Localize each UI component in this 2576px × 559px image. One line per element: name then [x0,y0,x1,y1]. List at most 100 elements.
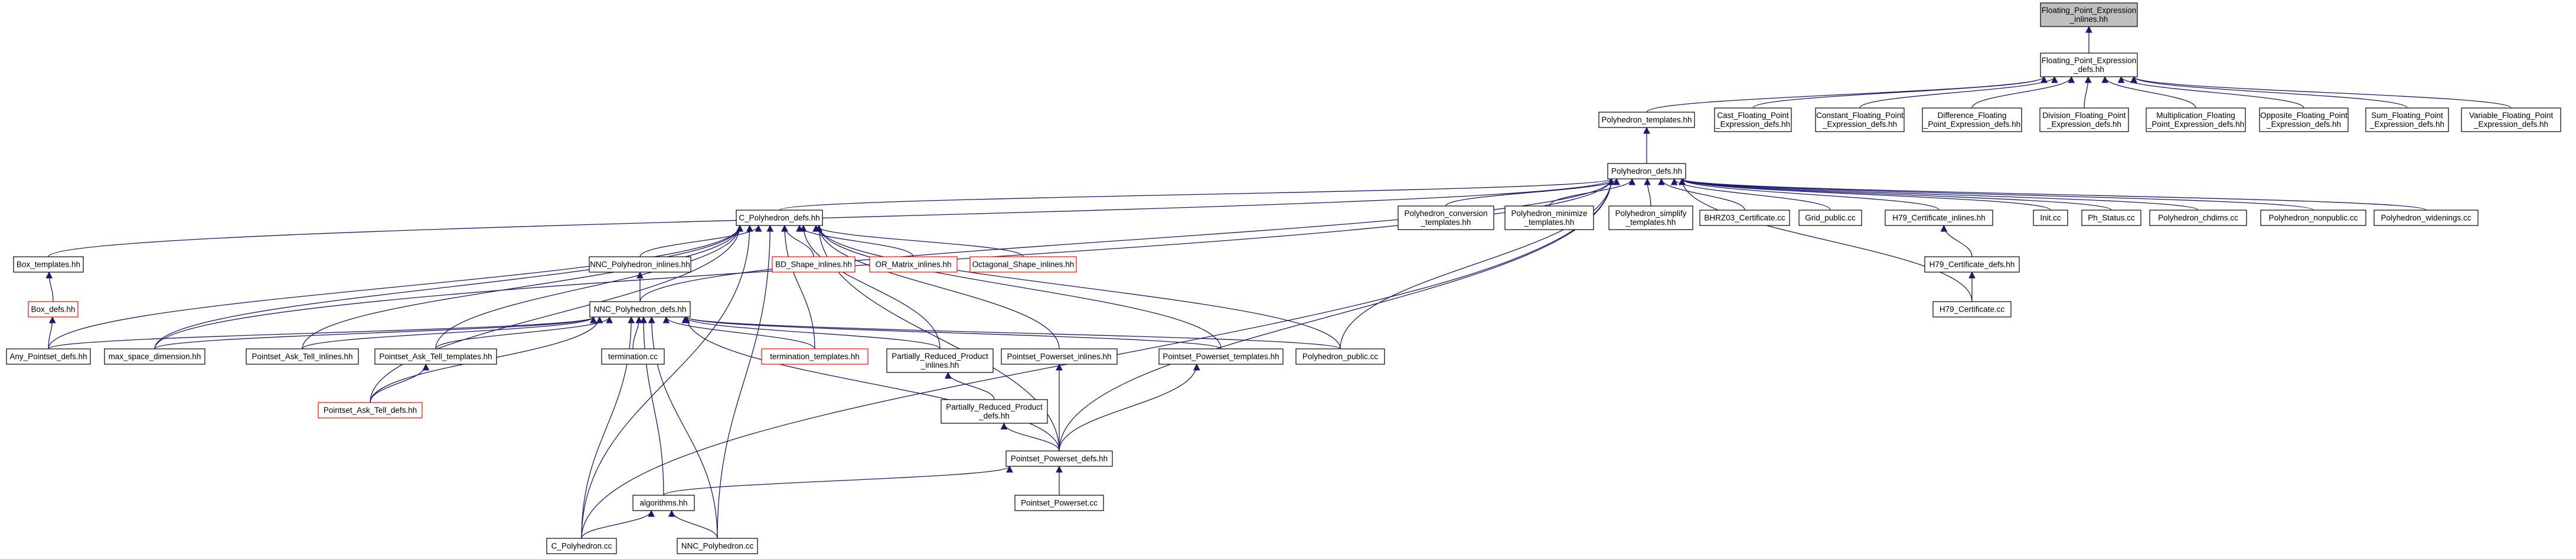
edge-bd_shape_inl-to-c_poly_defs [781,224,814,257]
edge-c_poly_cc-to-algorithms [581,509,655,539]
node-nnc_cc[interactable]: NNC_Polyhedron.cc [677,538,758,554]
node-label: _inlines.hh [2069,15,2108,24]
node-label: H79_Certificate_inlines.hh [1892,214,1986,223]
node-poly_templates[interactable]: Polyhedron_templates.hh [1598,112,1695,128]
node-oct_inl[interactable]: Octagonal_Shape_inlines.hh [969,256,1077,273]
edge-pp_tmpl-to-c_poly_defs [815,224,1222,349]
node-const_fpe[interactable]: Constant_Floating_Point_Expression_defs.… [1815,107,1905,132]
node-label: Difference_Floating [1938,111,2007,120]
node-h79_inl[interactable]: H79_Certificate_inlines.hh [1885,210,1993,226]
edge-nnc_defs-to-poly_defs [639,178,1615,302]
node-termination[interactable]: termination.cc [601,348,665,365]
node-fpe_defs[interactable]: Floating_Point_Expression_defs.hh [2040,53,2138,77]
node-poly_nonpub[interactable]: Polyhedron_nonpublic.cc [2260,210,2366,226]
node-pt_ask_defs[interactable]: Pointset_Ask_Tell_defs.hh [318,402,423,419]
edge-opp_fpe-to-fpe_defs [2117,76,2304,109]
node-box [1158,348,1284,365]
node-ph_status[interactable]: Ph_Status.cc [2081,210,2141,226]
node-max_space[interactable]: max_space_dimension.hh [104,348,205,365]
node-prp_defs[interactable]: Partially_Reduced_Product_defs.hh [941,399,1048,424]
node-label: _templates.hh [1625,218,1676,227]
node-algorithms[interactable]: algorithms.hh [632,495,695,511]
node-label: Constant_Floating_Point [1816,111,1904,120]
node-poly_conv[interactable]: Polyhedron_conversion_templates.hh [1398,205,1494,230]
node-sum_fpe[interactable]: Sum_Floating_Point_Expression_defs.hh [2365,107,2449,132]
node-box [589,256,691,273]
node-box [1699,210,1790,226]
node-label: algorithms.hh [639,499,687,508]
edge-var_fpe-to-fpe_defs [2130,76,2512,109]
node-label: Box_templates.hh [17,260,80,269]
node-pp_cc[interactable]: Pointset_Powerset.cc [1014,495,1104,511]
node-bhrz03[interactable]: BHRZ03_Certificate.cc [1699,210,1790,226]
edge-poly_public-to-nnc_defs [683,316,1341,349]
node-h79_cc[interactable]: H79_Certificate.cc [1932,301,2012,318]
node-pp_inl[interactable]: Pointset_Powerset_inlines.hh [1001,348,1118,365]
node-nnc_defs[interactable]: NNC_Polyhedron_defs.hh [589,301,691,318]
node-prp_inl[interactable]: Partially_Reduced_Product_inlines.hh [886,348,994,373]
node-box [1932,301,2012,318]
node-label: Cast_Floating_Point [1717,111,1789,120]
edge-prp_inl-to-c_poly_defs [799,224,941,349]
node-nnc_inl[interactable]: NNC_Polyhedron_inlines.hh [589,256,691,273]
edge-poly_templates-to-fpe_defs [1646,76,2048,113]
node-label: _templates.hh [1421,218,1471,227]
node-or_matrix_inl[interactable]: OR_Matrix_inlines.hh [869,256,958,273]
node-c_poly_defs[interactable]: C_Polyhedron_defs.hh [736,210,823,226]
node-box [736,210,823,226]
node-term_tmpl[interactable]: termination_templates.hh [761,348,869,365]
node-box_defs[interactable]: Box_defs.hh [28,301,79,318]
edge-pt_ask_tmpl-to-c_poly_defs [435,224,743,349]
node-label: _Expression_defs.hh [2046,120,2121,129]
node-box [1295,348,1385,365]
edge-pt_ask_inl-to-c_poly_defs [302,224,743,349]
node-bd_shape_inl[interactable]: BD_Shape_inlines.hh [772,256,856,273]
edge-c_poly_defs-to-poly_defs [779,178,1615,211]
node-init_cc[interactable]: Init.cc [2033,210,2068,226]
node-box [104,348,205,365]
edge-term_tmpl-to-c_poly_defs [781,224,815,349]
node-pp_defs[interactable]: Pointset_Powerset_defs.hh [1005,450,1113,467]
node-poly_chdims[interactable]: Polyhedron_chdims.cc [2149,210,2247,226]
node-label: BHRZ03_Certificate.cc [1704,214,1785,223]
node-h79_defs[interactable]: H79_Certificate_defs.hh [1924,256,2020,273]
node-pt_ask_inl[interactable]: Pointset_Ask_Tell_inlines.hh [246,348,359,365]
node-div_fpe[interactable]: Division_Floating_Point_Expression_defs.… [2039,107,2129,132]
node-poly_public[interactable]: Polyhedron_public.cc [1295,348,1385,365]
node-box_templates[interactable]: Box_templates.hh [13,256,84,273]
node-diff_fpe[interactable]: Difference_Floating_Point_Expression_def… [1922,107,2022,132]
node-label: Pointset_Powerset_defs.hh [1011,455,1108,463]
node-mult_fpe[interactable]: Multiplication_Floating_Point_Expression… [2146,107,2246,132]
node-box [1815,107,1905,132]
node-poly_widen[interactable]: Polyhedron_widenings.cc [2373,210,2479,226]
node-cast_fpe[interactable]: Cast_Floating_Point_Expression_defs.hh [1714,107,1792,132]
edge-nnc_inl-to-c_poly_defs [639,224,762,257]
node-poly_simpl[interactable]: Polyhedron_simplify_templates.hh [1608,205,1693,230]
edge-box_defs-to-box_templates [45,271,54,302]
node-opp_fpe[interactable]: Opposite_Floating_Point_Expression_defs.… [2259,107,2349,132]
node-grid_public[interactable]: Grid_public.cc [1798,210,1862,226]
node-label: Polyhedron_conversion [1404,209,1487,218]
node-label: Grid_public.cc [1805,214,1856,223]
node-poly_defs[interactable]: Polyhedron_defs.hh [1607,163,1686,179]
node-c_poly_cc[interactable]: C_Polyhedron.cc [546,538,617,554]
node-any_pt[interactable]: Any_Pointset_defs.hh [6,348,91,365]
edge-ph_status-to-poly_defs [1679,178,2112,211]
node-label: Floating_Point_Expression [2042,6,2137,15]
node-label: Pointset_Ask_Tell_defs.hh [324,406,417,415]
node-box [2039,107,2129,132]
node-box [13,256,84,273]
node-poly_minim[interactable]: Polyhedron_minimize_templates.hh [1504,205,1594,230]
node-label: _Expression_defs.hh [2369,120,2444,129]
edge-h79_defs-to-h79_inl [1940,224,1973,257]
node-pp_tmpl[interactable]: Pointset_Powerset_templates.hh [1158,348,1284,365]
node-label: H79_Certificate_defs.hh [1929,260,2015,269]
node-var_fpe[interactable]: Variable_Floating_Point_Expression_defs.… [2461,107,2561,132]
node-pt_ask_tmpl[interactable]: Pointset_Ask_Tell_templates.hh [374,348,497,365]
node-box [2081,210,2141,226]
node-box [1005,450,1113,467]
node-label: Partially_Reduced_Product [892,352,988,361]
node-label: termination.cc [608,352,658,361]
node-root: Floating_Point_Expression_inlines.hh [2040,2,2138,27]
node-box [2040,53,2138,77]
